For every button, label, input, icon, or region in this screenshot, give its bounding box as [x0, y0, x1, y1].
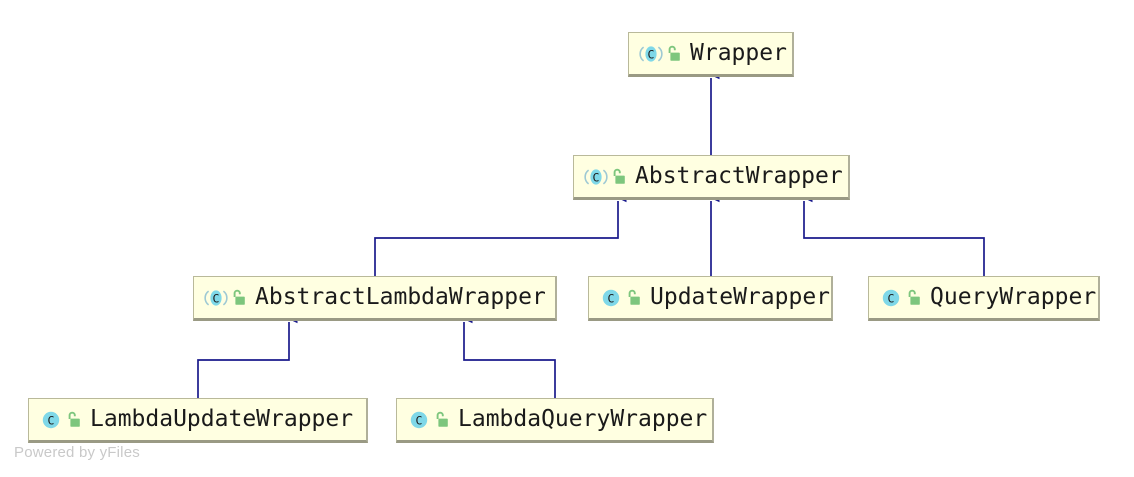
- svg-text:C: C: [213, 291, 220, 305]
- node-icon-group: C: [204, 288, 246, 308]
- node-icon-group: C: [584, 167, 626, 187]
- class-name-label: Wrapper: [690, 40, 787, 66]
- unlocked-padlock-icon: [433, 411, 449, 429]
- uml-class-node-update-wrapper[interactable]: C UpdateWrapper: [588, 276, 833, 321]
- generalization-edges: [197, 63, 985, 398]
- class-icon: C: [407, 410, 431, 430]
- abstract-class-icon: C: [584, 167, 608, 187]
- class-name-label: AbstractWrapper: [635, 163, 843, 189]
- uml-class-node-abstract-wrapper[interactable]: C AbstractWrapper: [573, 155, 850, 200]
- unlocked-padlock-icon: [610, 168, 626, 186]
- svg-text:C: C: [593, 170, 600, 184]
- uml-class-node-lambda-query-wrapper[interactable]: C LambdaQueryWrapper: [396, 398, 714, 443]
- class-icon: C: [879, 288, 903, 308]
- class-name-label: UpdateWrapper: [650, 284, 831, 310]
- svg-text:C: C: [608, 291, 615, 305]
- svg-text:C: C: [648, 47, 655, 61]
- uml-class-node-wrapper[interactable]: C Wrapper: [628, 32, 794, 77]
- svg-text:C: C: [888, 291, 895, 305]
- class-name-label: QueryWrapper: [930, 284, 1097, 310]
- unlocked-padlock-icon: [905, 289, 921, 307]
- class-icon: C: [599, 288, 623, 308]
- unlocked-padlock-icon: [625, 289, 641, 307]
- uml-class-node-abstract-lambda-wrapper[interactable]: C AbstractLambdaWrapper: [193, 276, 557, 321]
- class-icon: C: [39, 410, 63, 430]
- class-name-label: AbstractLambdaWrapper: [255, 284, 546, 310]
- abstract-class-icon: C: [204, 288, 228, 308]
- node-icon-group: C: [599, 288, 641, 308]
- edge-lambdaupdatewrapper-to-abstractlambdawrapper: [197, 307, 298, 398]
- class-name-label: LambdaQueryWrapper: [458, 406, 708, 432]
- class-name-label: LambdaUpdateWrapper: [90, 406, 354, 432]
- uml-class-node-lambda-update-wrapper[interactable]: C LambdaUpdateWrapper: [28, 398, 368, 443]
- svg-text:C: C: [48, 413, 55, 427]
- unlocked-padlock-icon: [665, 45, 681, 63]
- unlocked-padlock-icon: [65, 411, 81, 429]
- yfiles-watermark: Powered by yFiles: [14, 444, 140, 461]
- edge-querywrapper-to-abstractwrapper: [795, 186, 985, 276]
- edge-abstractlambdawrapper-to-abstractwrapper: [374, 186, 627, 276]
- node-icon-group: C: [407, 410, 449, 430]
- uml-class-node-query-wrapper[interactable]: C QueryWrapper: [868, 276, 1100, 321]
- svg-text:C: C: [416, 413, 423, 427]
- node-icon-group: C: [879, 288, 921, 308]
- abstract-class-icon: C: [639, 44, 663, 64]
- node-icon-group: C: [39, 410, 81, 430]
- node-icon-group: C: [639, 44, 681, 64]
- edge-lambdaquerywrapper-to-abstractlambdawrapper: [455, 307, 556, 398]
- unlocked-padlock-icon: [230, 289, 246, 307]
